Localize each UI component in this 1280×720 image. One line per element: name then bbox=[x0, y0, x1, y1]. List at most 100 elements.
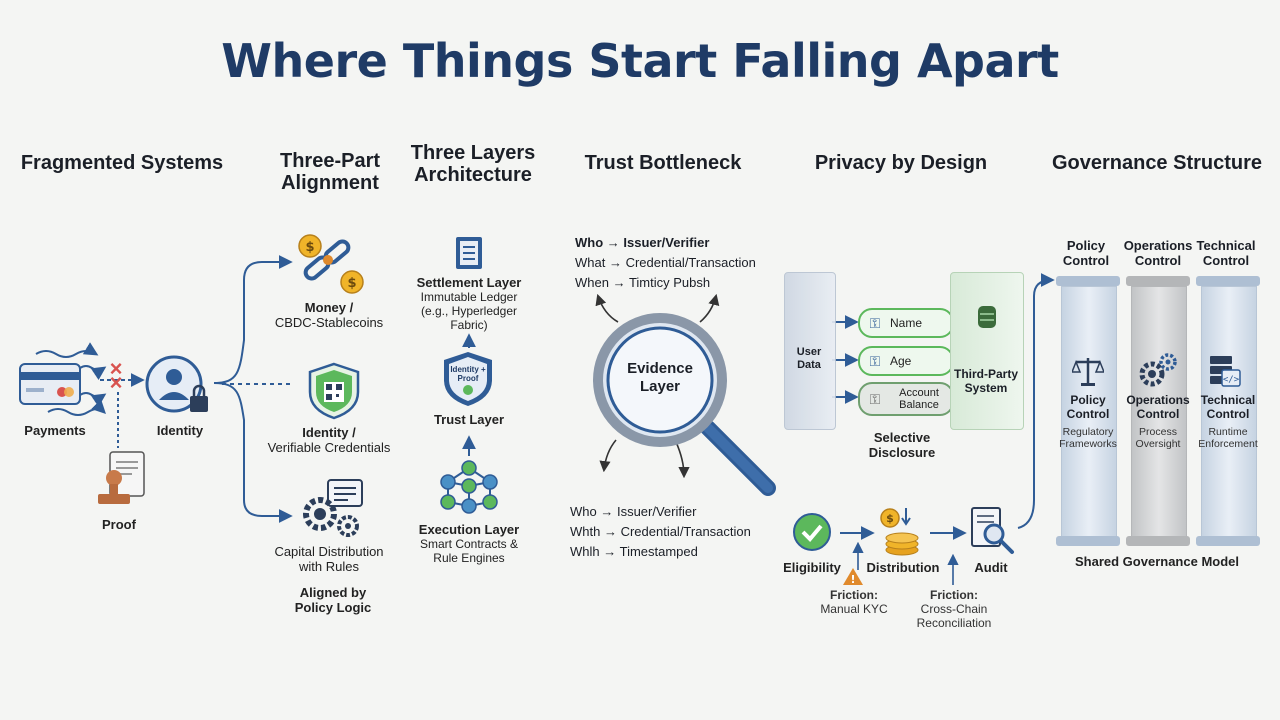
pillar-cap bbox=[1126, 276, 1190, 286]
identity-user-lock-icon bbox=[145, 355, 208, 413]
money-label: Money / CBDC-Stablecoins bbox=[262, 300, 396, 330]
money-subtitle: CBDC-Stablecoins bbox=[274, 315, 384, 330]
heading-governance-structure: Governance Structure bbox=[1051, 152, 1263, 174]
col3-head: Technical Control bbox=[1196, 238, 1256, 268]
proof-label: Proof bbox=[102, 517, 136, 532]
shared-governance-model-label: Shared Governance Model bbox=[1075, 554, 1239, 569]
friction-cross-chain: Friction: Cross-Chain Reconciliation bbox=[906, 588, 1002, 630]
identity-shield-qr-icon bbox=[308, 362, 360, 420]
identity-credentials-subtitle: Verifiable Credentials bbox=[267, 440, 391, 455]
balance-field-pill: ⚿ Account Balance bbox=[858, 382, 954, 416]
third-party-label: Third-Party System bbox=[953, 367, 1018, 395]
pillar-base bbox=[1126, 536, 1190, 546]
age-field-pill: ⚿ Age bbox=[858, 346, 954, 376]
col1-head: Policy Control bbox=[1062, 238, 1110, 268]
svg-text:$: $ bbox=[886, 512, 894, 525]
settlement-layer-label: Settlement Layer Immutable Ledger (e.g.,… bbox=[408, 275, 530, 333]
warning-icon: ! bbox=[843, 568, 863, 586]
execution-subtitle: Smart Contracts & Rule Engines bbox=[419, 537, 519, 565]
top-when: When → Timticy Pubsh bbox=[575, 275, 711, 290]
eligibility-check-icon bbox=[793, 513, 831, 551]
identity-credentials-label: Identity / Verifiable Credentials bbox=[262, 425, 396, 455]
operations-pillar bbox=[1131, 286, 1187, 538]
heading-fragmented-systems: Fragmented Systems bbox=[20, 152, 224, 174]
server-code-icon: </> bbox=[1210, 356, 1241, 387]
broken-link-x-icon: ×× bbox=[109, 356, 123, 395]
key-icon: ⚿ bbox=[869, 352, 881, 369]
distribution-label: Distribution bbox=[866, 560, 940, 575]
friction-cross-chain-title: Friction: bbox=[930, 588, 978, 602]
heading-three-part-alignment: Three-Part Alignment bbox=[279, 150, 381, 194]
pillar-cap bbox=[1056, 276, 1120, 286]
user-data-label: User Data bbox=[796, 346, 822, 371]
key-icon: ⚿ bbox=[869, 390, 881, 407]
col3-title: Technical Control bbox=[1200, 393, 1256, 421]
col1-title: Policy Control bbox=[1066, 393, 1110, 421]
execution-layer-label: Execution Layer Smart Contracts & Rule E… bbox=[406, 522, 532, 566]
proof-stamp-icon bbox=[98, 451, 145, 504]
capital-line1: Capital Distribution bbox=[274, 544, 384, 559]
svg-text:$: $ bbox=[305, 240, 314, 255]
capital-gears-document-icon bbox=[303, 479, 363, 537]
money-title: Money / bbox=[304, 300, 354, 315]
identity-credentials-title: Identity / bbox=[302, 425, 356, 440]
magnifying-glass-icon bbox=[593, 313, 776, 496]
user-data-block bbox=[784, 272, 836, 430]
audit-document-search-icon bbox=[971, 507, 1014, 554]
col2-title: Operations Control bbox=[1126, 393, 1190, 421]
pillar-base bbox=[1196, 536, 1260, 546]
trust-badge-text: Identity + Proof bbox=[450, 365, 486, 383]
friction-cross-chain-sub: Cross-Chain Reconciliation bbox=[916, 602, 992, 630]
trust-top-list: Who → Issuer/Verifier What → Credential/… bbox=[575, 233, 785, 293]
ledger-book-icon bbox=[456, 237, 482, 269]
capital-distribution-label: Capital Distribution with Rules bbox=[262, 544, 396, 574]
execution-title: Execution Layer bbox=[418, 522, 520, 537]
bottom-what: Whth → Credential/Transaction bbox=[570, 524, 751, 539]
operations-gears-icon bbox=[1139, 353, 1177, 387]
money-chain-coins-icon: $ $ bbox=[298, 234, 364, 294]
selective-disclosure-label: Selective Disclosure bbox=[868, 430, 936, 460]
page-title: Where Things Start Falling Apart bbox=[221, 34, 1059, 88]
col2-sub: Process Oversight bbox=[1135, 426, 1181, 450]
friction-kyc-sub: Manual KYC bbox=[820, 602, 888, 616]
heading-three-layers-architecture: Three Layers Architecture bbox=[410, 142, 536, 186]
top-who: Who → Issuer/Verifier bbox=[575, 235, 710, 250]
balance-label: Account Balance bbox=[899, 387, 939, 411]
database-icon bbox=[978, 306, 996, 328]
name-field-pill: ⚿ Name bbox=[858, 308, 954, 338]
bottom-who: Who → Issuer/Verifier bbox=[570, 504, 697, 519]
heading-trust-bottleneck: Trust Bottleneck bbox=[584, 152, 742, 174]
name-label: Name bbox=[890, 316, 923, 330]
evidence-layer-label: Evidence Layer bbox=[627, 360, 693, 395]
third-party-block bbox=[950, 272, 1024, 430]
top-what: What → Credential/Transaction bbox=[575, 255, 756, 270]
eligibility-label: Eligibility bbox=[783, 560, 841, 575]
aligned-by-policy-logic: Aligned by Policy Logic bbox=[294, 585, 372, 615]
identity-label: Identity bbox=[156, 423, 204, 438]
payments-label: Payments bbox=[24, 423, 86, 438]
friction-kyc-title: Friction: bbox=[830, 588, 878, 602]
trust-layer-label: Trust Layer bbox=[433, 412, 505, 427]
settlement-title: Settlement Layer bbox=[416, 275, 522, 290]
policy-pillar bbox=[1061, 286, 1117, 538]
svg-text:</>: </> bbox=[1223, 375, 1240, 385]
bottom-when: Whlh → Timestamped bbox=[570, 544, 698, 559]
col3-sub: Runtime Enforcement bbox=[1198, 426, 1258, 450]
pillar-cap bbox=[1196, 276, 1260, 286]
heading-privacy-by-design: Privacy by Design bbox=[814, 152, 988, 174]
svg-text:!: ! bbox=[850, 573, 855, 586]
trust-shield-icon bbox=[444, 352, 492, 406]
execution-network-icon bbox=[440, 460, 498, 514]
age-label: Age bbox=[890, 354, 912, 368]
audit-label: Audit bbox=[974, 560, 1008, 575]
credit-card-icon bbox=[19, 363, 81, 405]
pillar-base bbox=[1056, 536, 1120, 546]
scales-icon bbox=[1072, 358, 1104, 386]
col2-head: Operations Control bbox=[1123, 238, 1193, 268]
svg-text:$: $ bbox=[347, 276, 356, 291]
key-icon: ⚿ bbox=[869, 314, 881, 331]
settlement-subtitle: Immutable Ledger (e.g., Hyperledger Fabr… bbox=[420, 290, 518, 332]
distribution-coins-icon: $ bbox=[880, 508, 919, 556]
trust-bottom-list: Who → Issuer/Verifier Whth → Credential/… bbox=[570, 502, 780, 562]
